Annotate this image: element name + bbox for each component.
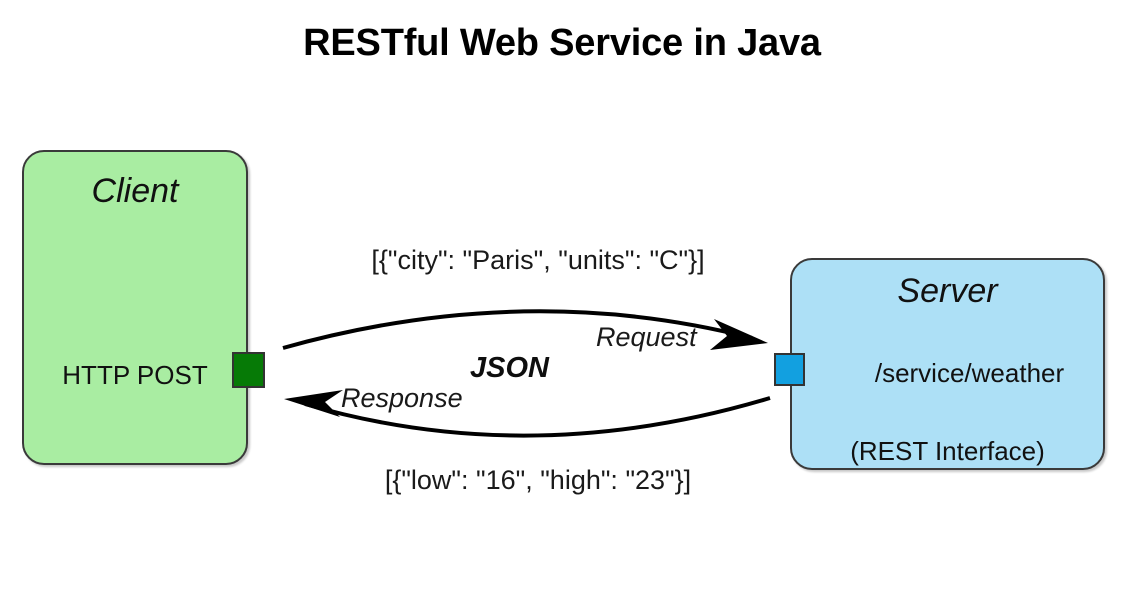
request-edge-label: Request xyxy=(596,322,697,352)
response-payload-label: [{"low": "16", "high": "23"}] xyxy=(384,465,692,495)
client-http-method-label: HTTP POST xyxy=(62,360,208,390)
client-endpoint-port-icon xyxy=(232,352,265,388)
server-interface-note: (REST Interface) xyxy=(850,436,1045,466)
client-node: Client HTTP POST xyxy=(22,150,248,465)
page-title: RESTful Web Service in Java xyxy=(303,22,821,64)
server-resource-path-label: /service/weather xyxy=(874,358,1065,388)
protocol-label: JSON xyxy=(470,352,549,384)
server-endpoint-port-icon xyxy=(774,353,805,386)
request-payload-label: [{"city": "Paris", "units": "C"}] xyxy=(371,245,705,275)
response-edge-label: Response xyxy=(341,383,463,413)
server-node: Server /service/weather (REST Interface) xyxy=(790,258,1105,470)
client-node-title: Client xyxy=(91,172,179,210)
server-node-title: Server xyxy=(897,272,998,310)
request-arrowhead-icon xyxy=(710,319,768,350)
response-arrowhead-icon xyxy=(284,390,343,417)
